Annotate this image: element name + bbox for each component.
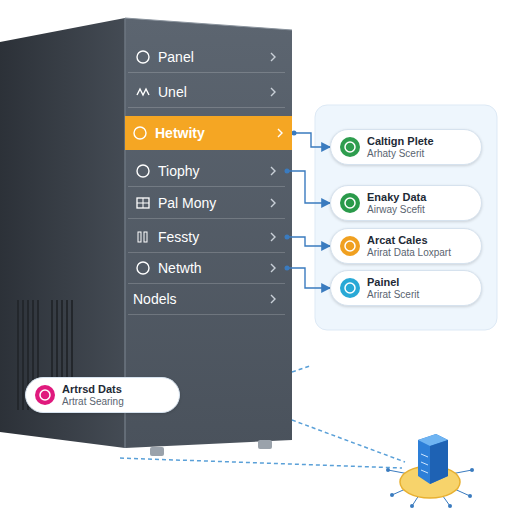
info-card: Arcat CalesArirat Data Loxpart bbox=[330, 228, 482, 264]
card-icon bbox=[339, 235, 361, 257]
info-card: Caltign PleteArhaty Scerit bbox=[330, 129, 482, 165]
connector-line bbox=[292, 133, 330, 147]
menu-icon bbox=[135, 49, 151, 65]
menu-item: Nodels bbox=[128, 283, 285, 315]
item-subtitle: Arhaty Scerit bbox=[367, 148, 473, 159]
item-label: Pal Mony bbox=[158, 195, 216, 211]
chevron-icon bbox=[269, 52, 277, 62]
item-subtitle: Arirat Scerit bbox=[367, 289, 473, 300]
chevron-icon bbox=[269, 166, 277, 176]
connector-dot bbox=[285, 266, 290, 271]
menu-icon bbox=[135, 84, 151, 100]
chevron-icon bbox=[269, 294, 277, 304]
menu-icon bbox=[135, 195, 151, 211]
item-label: Caltign Plete bbox=[367, 135, 473, 147]
item-label: Enaky Data bbox=[367, 191, 473, 203]
item-label: Netwth bbox=[158, 260, 202, 276]
item-subtitle: Arirat Data Loxpart bbox=[367, 247, 473, 258]
tower-foot bbox=[150, 447, 164, 456]
item-label: Artrsd Dats bbox=[62, 383, 171, 395]
item-label: Painel bbox=[367, 276, 473, 288]
info-card: PainelArirat Scerit bbox=[330, 270, 482, 306]
item-subtitle: Airway Scefit bbox=[367, 204, 473, 215]
card-panel bbox=[315, 105, 497, 330]
connector-line bbox=[285, 171, 330, 203]
item-label: Hetwity bbox=[155, 125, 205, 141]
item-label: Nodels bbox=[133, 291, 177, 307]
chevron-icon bbox=[276, 128, 284, 138]
item-label: Fessty bbox=[158, 229, 199, 245]
menu-icon bbox=[135, 163, 151, 179]
chevron-icon bbox=[269, 232, 277, 242]
server-icon bbox=[386, 434, 474, 508]
menu-item: Fessty bbox=[128, 221, 285, 253]
connector-line bbox=[285, 268, 330, 288]
card-icon bbox=[34, 384, 56, 406]
chevron-icon bbox=[269, 198, 277, 208]
tower-foot bbox=[258, 440, 272, 449]
item-label: Tiophy bbox=[158, 163, 200, 179]
item-label: Unel bbox=[158, 84, 187, 100]
menu-item: Panel bbox=[128, 41, 285, 73]
card-icon bbox=[339, 277, 361, 299]
menu-item: Hetwity bbox=[125, 116, 292, 150]
menu-item: Unel bbox=[128, 76, 285, 108]
connector-dot bbox=[285, 169, 290, 174]
tower-edge bbox=[125, 18, 292, 30]
connector-line bbox=[285, 237, 330, 246]
menu-icon bbox=[135, 229, 151, 245]
item-label: Arcat Cales bbox=[367, 234, 473, 246]
info-card: Enaky DataAirway Scefit bbox=[330, 185, 482, 221]
menu-item: Tiophy bbox=[128, 155, 285, 187]
menu-item: Pal Mony bbox=[128, 187, 285, 219]
info-card: Artrsd DatsArtrat Searing bbox=[25, 377, 180, 413]
card-icon bbox=[339, 192, 361, 214]
item-subtitle: Artrat Searing bbox=[62, 396, 171, 407]
connector-dot bbox=[292, 131, 297, 136]
chevron-icon bbox=[269, 87, 277, 97]
menu-icon bbox=[132, 125, 148, 141]
chevron-icon bbox=[269, 263, 277, 273]
menu-icon bbox=[135, 260, 151, 276]
menu-item: Netwth bbox=[128, 252, 285, 284]
card-icon bbox=[339, 136, 361, 158]
connector-dot bbox=[285, 235, 290, 240]
item-label: Panel bbox=[158, 49, 194, 65]
